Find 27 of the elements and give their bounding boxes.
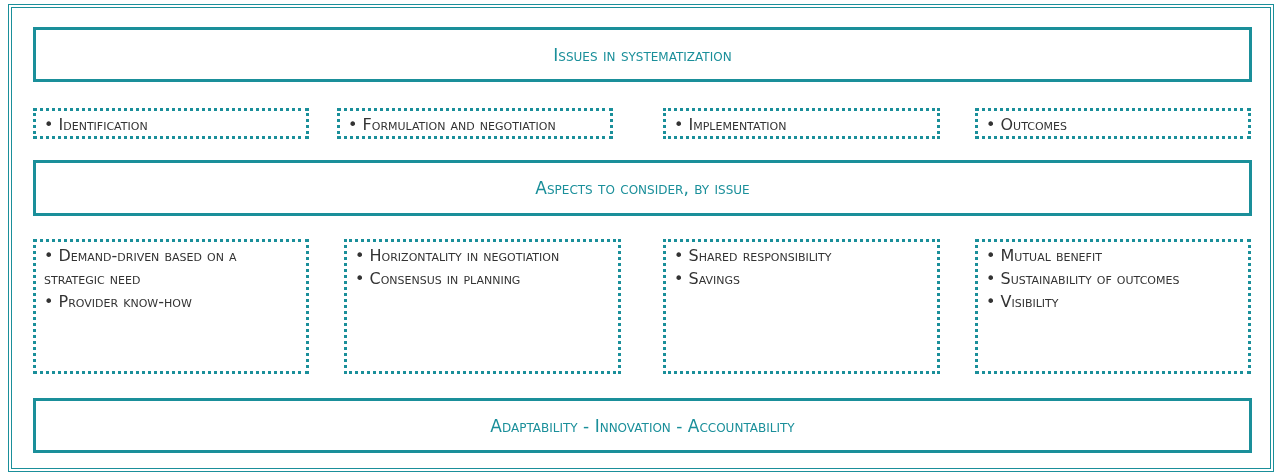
bullet-item: • Mutual benefit [986,245,1103,267]
bullet-item: • Savings [674,268,741,290]
bullet-item: • Provider know-how [44,291,193,313]
dotted-box [344,239,621,374]
dotted-box [663,239,940,374]
bullet-item: • Horizontality in negotiation [355,245,561,267]
bullet-item: • Implementation [674,114,788,136]
heading-text: Adaptability - Innovation - Accountability [490,415,795,436]
dotted-box [975,239,1251,374]
dotted-box [33,239,309,374]
bullet-item: • Demand-driven based on a strategic need [44,245,238,290]
bullet-item: • Outcomes [986,114,1068,136]
dotted-box [337,108,613,139]
dotted-box [975,108,1251,139]
bullet-item: • Sustainability of outcomes [986,268,1181,290]
dotted-box [33,108,309,139]
bullet-item: • Consensus in planning [355,268,522,290]
heading-text: Aspects to consider, by issue [535,178,750,198]
dotted-box [663,108,940,139]
heading-text: Issues in systematization [553,44,732,65]
heading-box [33,160,1252,216]
bullet-item: • Identification [44,114,149,136]
heading-box [33,27,1252,82]
heading-box [33,398,1252,453]
bullet-item: • Shared responsibility [674,245,833,267]
bullet-item: • Formulation and negotiation [348,114,557,136]
bullet-item: • Visibility [986,291,1060,313]
